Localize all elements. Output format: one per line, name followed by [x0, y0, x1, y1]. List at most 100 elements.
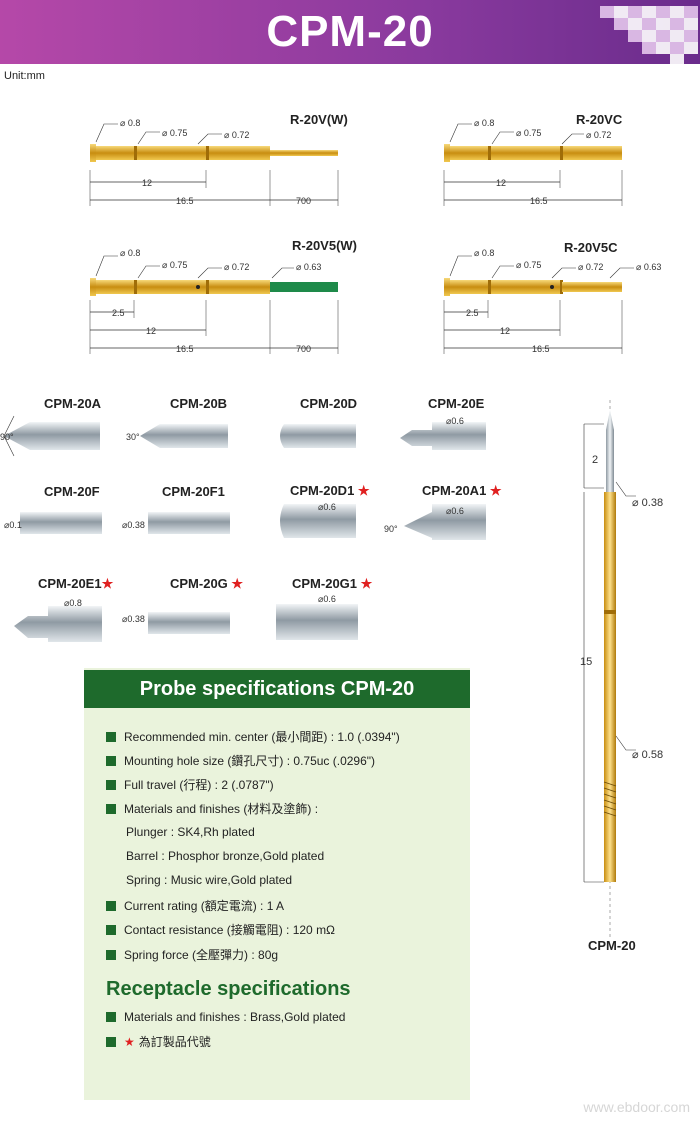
- dia-label: ⌀ 0.8: [474, 248, 495, 258]
- square-bullet-icon: [106, 755, 116, 766]
- spec-text: Spring force (全壓彈力) : 80g: [124, 948, 279, 962]
- tip-label-d1: CPM-20D1 ★: [290, 483, 370, 499]
- tip-cpm-20d: [280, 424, 356, 448]
- spec-text: Materials and finishes (材料及塗飾) :: [124, 802, 319, 816]
- tip-cpm-20e1: [14, 606, 102, 642]
- dia-label: ⌀ 0.75: [516, 128, 542, 138]
- tip-label-b: CPM-20B: [170, 396, 228, 411]
- tip-drawings: [3, 415, 486, 642]
- dia-label: ⌀0.38: [122, 520, 145, 530]
- tip-label-e1: CPM-20E1★: [38, 576, 113, 592]
- dia-label: ⌀ 0.63: [636, 262, 662, 272]
- side-probe-label: CPM-20: [588, 938, 636, 953]
- dim-label: 16.5: [530, 196, 548, 206]
- angle-label: 90°: [384, 524, 398, 534]
- receptacle-specs-heading: Receptacle specifications: [106, 978, 351, 1000]
- tip-label-g: CPM-20G ★: [170, 576, 243, 592]
- dia-label: ⌀ 0.72: [224, 262, 250, 272]
- tip-label-text: CPM-20D1: [290, 483, 355, 498]
- drawing-r20vc: [443, 123, 623, 206]
- tip-label-a: CPM-20A: [44, 396, 102, 411]
- tip-label-f: CPM-20F: [44, 484, 100, 499]
- tip-cpm-20g: [148, 612, 230, 634]
- spec-text: 為訂製品代號: [138, 1035, 211, 1049]
- drawing-r20v5w: [89, 255, 339, 354]
- spec-text: Materials and finishes : Brass,Gold plat…: [124, 1010, 346, 1024]
- tip-cpm-20a: [3, 415, 100, 457]
- dia-label: ⌀0.8: [64, 598, 82, 608]
- dim-label: 16.5: [176, 344, 194, 354]
- unit-label: Unit:mm: [4, 70, 45, 82]
- dim-label: 700: [296, 196, 312, 206]
- dia-label: ⌀0.6: [318, 594, 336, 604]
- square-bullet-icon: [106, 924, 116, 935]
- tip-label-d: CPM-20D: [300, 396, 358, 411]
- tip-cpm-20d1: [280, 504, 356, 538]
- tip-label-text: CPM-20G1: [292, 576, 358, 591]
- dia-label: ⌀ 0.75: [162, 128, 188, 138]
- tip-label-text: CPM-20A1: [422, 483, 487, 498]
- dia-label: ⌀ 0.72: [586, 130, 612, 140]
- tip-cpm-20b: [140, 424, 228, 448]
- spec-item: ★為訂製品代號: [106, 1033, 211, 1050]
- dim-label: 12: [142, 178, 153, 188]
- spec-item: Current rating (額定電流) : 1 A: [106, 897, 284, 914]
- dia-label: ⌀0.6: [318, 502, 336, 512]
- drawing-r20vw: [89, 123, 339, 206]
- spec-text: Current rating (額定電流) : 1 A: [124, 899, 285, 913]
- dia-label: ⌀ 0.75: [516, 260, 542, 270]
- dim-label: 12: [496, 178, 507, 188]
- drawing-label-r20v5w: R-20V5(W): [292, 238, 358, 253]
- side-probe-drawing: [583, 400, 636, 940]
- square-bullet-icon: [106, 779, 116, 790]
- dim-label: 2.5: [112, 308, 125, 318]
- dim-label: 16.5: [176, 196, 194, 206]
- dim-label: 12: [146, 326, 157, 336]
- tip-cpm-20f1: [148, 512, 230, 534]
- dim-label: 15: [580, 656, 593, 668]
- dia-label: ⌀0.1: [4, 520, 22, 530]
- spec-subitem: Barrel : Phosphor bronze,Gold plated: [126, 849, 325, 863]
- dim-label: 700: [296, 344, 312, 354]
- square-bullet-icon: [106, 949, 116, 960]
- spec-panel: [84, 668, 470, 1100]
- checker-pattern-icon: [600, 6, 698, 64]
- tip-cpm-20g1: [276, 604, 358, 640]
- square-bullet-icon: [106, 803, 116, 814]
- dia-label: ⌀0.6: [446, 416, 464, 426]
- square-bullet-icon: [106, 731, 116, 742]
- tip-label-g1: CPM-20G1 ★: [292, 576, 372, 592]
- star-icon: ★: [357, 483, 370, 498]
- star-icon: ★: [231, 576, 244, 591]
- tip-label-text: CPM-20G: [170, 576, 228, 591]
- star-icon: ★: [489, 483, 502, 498]
- watermark: www.ebdoor.com: [583, 1099, 690, 1115]
- dim-label: 12: [500, 326, 511, 336]
- dim-label: 16.5: [532, 344, 550, 354]
- dia-label: ⌀ 0.72: [578, 262, 604, 272]
- header-banner: CPM-20: [0, 0, 700, 64]
- tip-cpm-20f: [20, 512, 102, 534]
- dia-label: ⌀ 0.8: [120, 248, 141, 258]
- spec-item: Materials and finishes : Brass,Gold plat…: [106, 1010, 345, 1024]
- dia-label: ⌀ 0.75: [162, 260, 188, 270]
- dia-label: ⌀ 0.38: [632, 497, 664, 509]
- dia-label: ⌀0.6: [446, 506, 464, 516]
- spec-item: Mounting hole size (鑽孔尺寸) : 0.75uc (.029…: [106, 752, 375, 769]
- tip-label-a1: CPM-20A1 ★: [422, 483, 502, 499]
- dim-label: 2: [592, 454, 599, 466]
- angle-label: 90°: [0, 432, 14, 442]
- spec-text: Recommended min. center (最小間距) : 1.0 (.0…: [124, 730, 400, 744]
- tip-cpm-20a1: [404, 504, 486, 540]
- dia-label: ⌀ 0.63: [296, 262, 322, 272]
- probe-specs-heading: Probe specifications CPM-20: [84, 670, 470, 708]
- spec-item: Full travel (行程) : 2 (.0787"): [106, 776, 274, 793]
- tip-label-e: CPM-20E: [428, 396, 485, 411]
- star-icon: ★: [101, 576, 114, 591]
- star-icon: ★: [360, 576, 373, 591]
- tip-label-text: CPM-20E1: [38, 576, 102, 591]
- page-title: CPM-20: [266, 7, 434, 56]
- spec-subitem: Plunger : SK4,Rh plated: [126, 825, 255, 839]
- dia-label: ⌀ 0.8: [120, 118, 141, 128]
- spec-item: Materials and finishes (材料及塗飾) :: [106, 800, 318, 817]
